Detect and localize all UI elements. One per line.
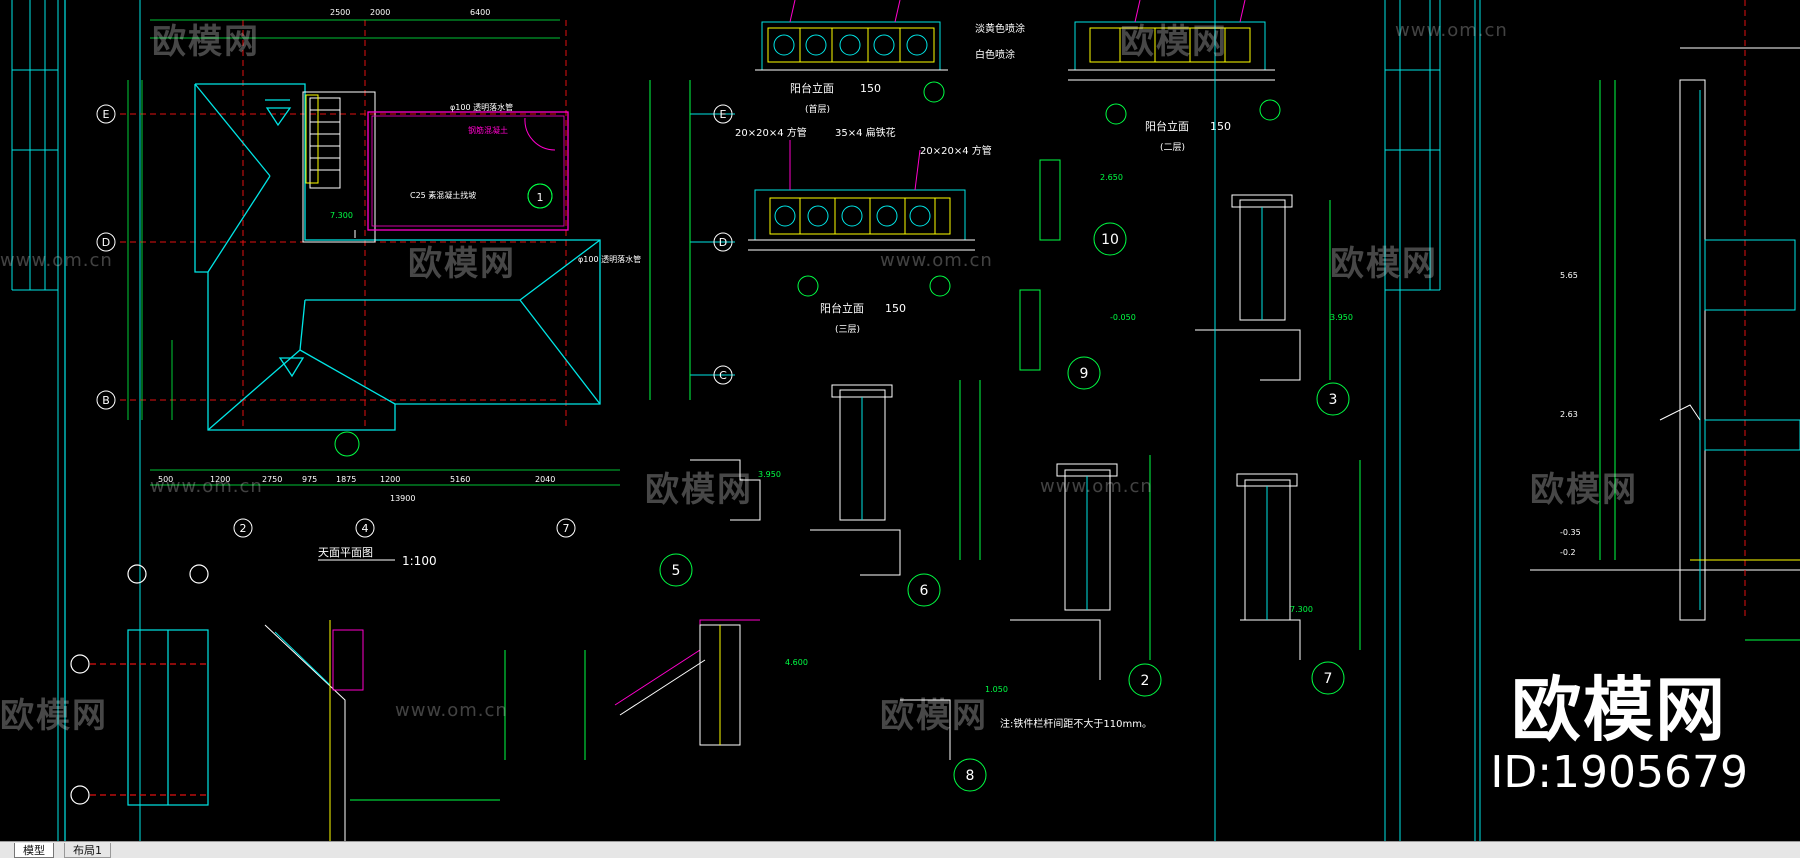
brand-id: ID:1905679 [1490,747,1748,798]
balcony-note-3: 35×4 扁铁花 [835,126,896,139]
level-2-63: 2.63 [1560,410,1578,419]
balcony-1-scale: 150 [860,82,881,95]
grid-label-7: 7 [563,522,570,535]
balcony-2-scale: 150 [1210,120,1231,133]
detail-number-3: 3 [1329,392,1338,408]
detail-number-9: 9 [1080,366,1089,382]
dim-bottom-7: 2040 [535,475,555,484]
dim-bottom-4: 1875 [336,475,356,484]
balcony-note-0: 淡黄色喷涂 [975,22,1025,35]
grid-label-2: 2 [240,522,247,535]
roof-plan-scale: 1:100 [402,554,437,568]
level-3950-b: 3.950 [1330,313,1353,322]
level-roof: 7.300 [330,211,353,220]
level-2650: 2.650 [1100,173,1123,182]
detail-number-1: 1 [537,191,544,204]
section-details [264,619,760,841]
balcony-3-floor: (三层) [835,324,860,335]
dim-bottom-0: 500 [158,475,173,484]
grid-label-D-mid: D [719,236,727,249]
grid-label-4: 4 [362,522,369,535]
dim-bottom-3: 975 [302,475,317,484]
balcony-3-title: 阳台立面 [820,301,864,315]
dim-bottom-1: 1200 [210,475,230,484]
detail-number-6: 6 [920,583,929,599]
balcony-1-title: 阳台立面 [790,81,834,95]
level-5-65: 5.65 [1560,271,1578,280]
balcony-note-4: 20×20×4 方管 [920,144,992,157]
balcony-elevation-2 [1068,0,1281,125]
grid-label-E: E [103,108,110,121]
detail-number-7: 7 [1324,671,1333,687]
railing-note: 注:铁件栏杆间距不大于110mm。 [1000,717,1152,730]
level-minus-02: -0.2 [1560,548,1576,557]
detail-number-2: 2 [1141,673,1150,689]
level-1050: 1.050 [985,685,1008,694]
dim-bottom-2: 2750 [262,475,282,484]
balcony-elevation-3 [748,140,975,297]
layout-tab-bar: 模型 布局1 [0,841,1800,858]
grid-label-D: D [102,236,110,249]
note-downpipe-2: φ100 透明落水管 [578,254,641,264]
tab-layout-1[interactable]: 布局1 [64,843,111,858]
dim-top-0: 2000 [370,8,390,17]
note-concrete: C25 素混凝土找坡 [410,190,476,200]
brand-name: 欧模网 [1511,669,1728,751]
balcony-1-floor: (首层) [805,103,830,115]
roof-plan-title: 天面平面图 [318,546,373,559]
dim-top-1: 2500 [330,8,350,17]
small-elevation [64,0,210,841]
dim-top-2: 6400 [470,8,490,17]
balcony-note-2: 20×20×4 方管 [735,126,807,139]
grid-label-E-mid: E [720,108,727,121]
detail-number-10: 10 [1101,232,1119,248]
dim-bottom-6: 5160 [450,475,470,484]
balcony-3-scale: 150 [885,302,906,315]
level-minus-0050: -0.050 [1110,313,1136,322]
level-minus-035: -0.35 [1560,528,1581,537]
note-rc: 钢筋混凝土 [468,125,508,135]
balcony-note-1: 白色喷涂 [975,48,1015,61]
column-details [527,159,1361,792]
frame-lines [1214,0,1476,841]
detail-number-8: 8 [966,768,975,784]
grid-label-B: B [102,394,110,407]
dim-total: 13900 [390,494,415,503]
balcony-2-title: 阳台立面 [1145,119,1189,133]
balcony-2-floor: (二层) [1160,142,1185,153]
middle-grid [649,80,735,400]
level-7300: 7.300 [1290,605,1313,614]
dim-bottom-5: 1200 [380,475,400,484]
brand-logo: 欧模网 ID:1905679 [1490,672,1748,798]
grid-label-C-mid: C [719,369,727,382]
level-3950-a: 3.950 [758,470,781,479]
balcony-elevation-1 [755,0,948,103]
note-downpipe-1: φ100 透明落水管 [450,102,513,112]
detail-number-5: 5 [672,563,681,579]
level-4600: 4.600 [785,658,808,667]
right-section [1384,0,1800,841]
title-block-left [11,0,141,841]
roof-plan: E D B 2 4 7 2000 2500 6400 500 1200 2750… [96,8,641,568]
tab-model[interactable]: 模型 [14,843,54,858]
